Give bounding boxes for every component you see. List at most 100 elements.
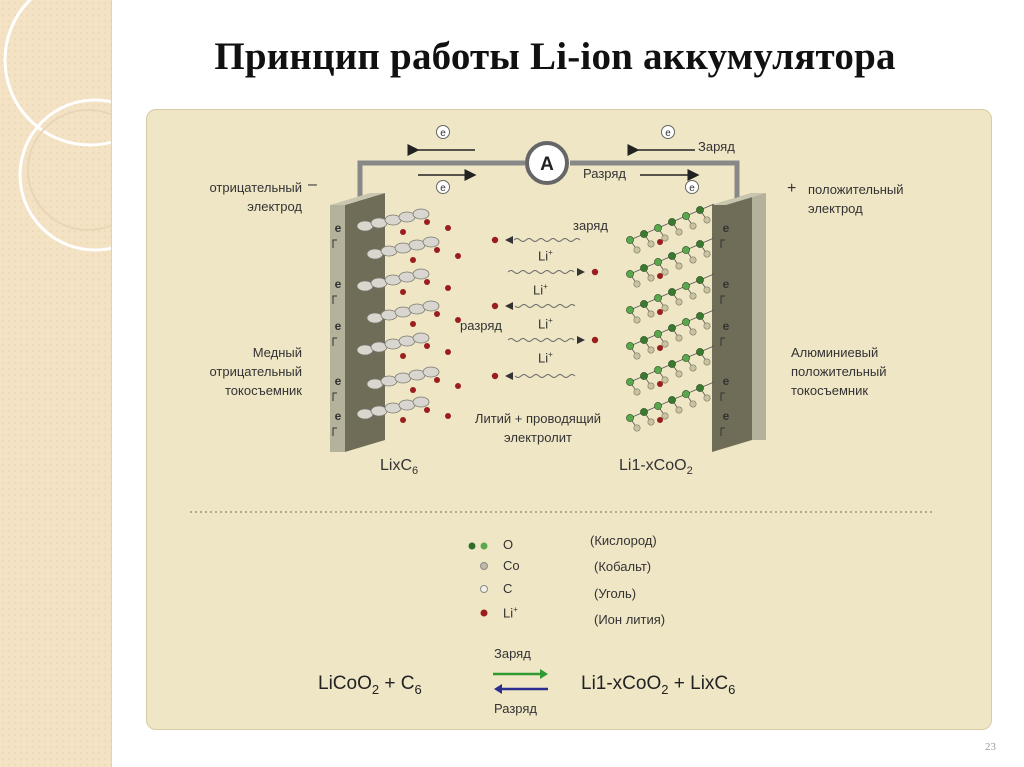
intercalated-lithium bbox=[434, 311, 440, 317]
svg-text:A: A bbox=[540, 154, 554, 175]
cobalt-atom bbox=[647, 274, 655, 282]
intercalated-lithium bbox=[424, 343, 430, 349]
carbon-hexagon bbox=[422, 236, 440, 248]
cobalt-atom bbox=[633, 246, 641, 254]
cobalt-atom bbox=[633, 280, 641, 288]
carbon-hexagon bbox=[356, 408, 374, 420]
oxygen-atom bbox=[696, 348, 704, 356]
slide-title: Принцип работы Li-ion аккумулятора bbox=[214, 35, 896, 78]
legend-oxygen-marker bbox=[480, 542, 488, 550]
oxygen-atom bbox=[654, 330, 662, 338]
collector-electron-mark: e bbox=[723, 319, 730, 333]
cobalt-atom bbox=[661, 268, 669, 276]
cobalt-atom bbox=[689, 222, 697, 230]
decorative-circles bbox=[0, 0, 111, 767]
oxygen-atom bbox=[626, 414, 634, 422]
oxygen-atom bbox=[696, 206, 704, 214]
oxygen-atom bbox=[682, 246, 690, 254]
collector-electron-mark: e bbox=[723, 409, 730, 423]
aluminium-collector-label-3: токосъемник bbox=[791, 383, 869, 398]
electrolyte-label-1: Литий + проводящий bbox=[474, 411, 602, 426]
cobalt-atom bbox=[689, 256, 697, 264]
ion-path bbox=[513, 238, 581, 242]
carbon-hexagon bbox=[366, 312, 384, 324]
legend-cobalt-marker bbox=[480, 562, 488, 570]
equilibrium-arrows bbox=[493, 669, 548, 694]
positive-electrode-plate bbox=[712, 193, 766, 452]
carbon-hexagon bbox=[380, 375, 398, 387]
legend-desc-lithium: (Ион лития) bbox=[594, 612, 666, 627]
oxygen-atom bbox=[640, 408, 648, 416]
intercalated-lithium bbox=[434, 377, 440, 383]
legend-desc-carbon: (Уголь) bbox=[594, 586, 637, 601]
oxygen-atom bbox=[654, 402, 662, 410]
decorative-side-strip bbox=[0, 0, 111, 767]
oxygen-atom bbox=[626, 236, 634, 244]
svg-text:e: e bbox=[665, 128, 671, 139]
collector-electron-mark: e bbox=[723, 374, 730, 388]
collector-flow-mark bbox=[720, 295, 725, 304]
lithium-ion bbox=[591, 336, 599, 344]
legend-desc-cobalt: (Кобальт) bbox=[594, 559, 652, 574]
oxygen-atom bbox=[640, 372, 648, 380]
ion-arrow-head bbox=[505, 236, 513, 244]
collector-flow-mark bbox=[332, 392, 337, 401]
oxygen-atom bbox=[682, 390, 690, 398]
cobalt-atom bbox=[703, 358, 711, 366]
intercalated-lithium bbox=[400, 289, 406, 295]
intercalated-lithium bbox=[455, 253, 461, 259]
svg-text:e: e bbox=[440, 183, 446, 194]
carbon-hexagon bbox=[398, 211, 416, 223]
oxygen-atom bbox=[654, 258, 662, 266]
intercalated-lithium bbox=[410, 321, 416, 327]
ion-path bbox=[514, 374, 576, 378]
carbon-hexagon bbox=[384, 274, 402, 286]
intercalated-lithium bbox=[400, 229, 406, 235]
carbon-hexagon bbox=[412, 396, 430, 408]
carbon-hexagon bbox=[422, 366, 440, 378]
oxygen-atom bbox=[696, 312, 704, 320]
carbon-hexagon bbox=[370, 217, 388, 229]
graphite-layers bbox=[356, 208, 461, 423]
lithium-ion bbox=[591, 268, 599, 276]
positive-electrode-label-1: положительный bbox=[808, 182, 904, 197]
oxygen-atom bbox=[654, 366, 662, 374]
collector-electron-mark: e bbox=[335, 374, 342, 388]
carbon-hexagon bbox=[394, 242, 412, 254]
copper-collector-label-1: Медный bbox=[252, 345, 302, 360]
carbon-hexagon bbox=[412, 268, 430, 280]
equation-left: LiCoO2 + C6 bbox=[318, 673, 422, 697]
intercalated-lithium bbox=[445, 285, 451, 291]
collector-flow-mark bbox=[332, 239, 337, 248]
ion-label: Li+ bbox=[533, 282, 548, 298]
intercalated-lithium bbox=[424, 219, 430, 225]
aluminium-collector-label-2: положительный bbox=[791, 364, 887, 379]
collector-flow-mark bbox=[332, 427, 337, 436]
negative-sign: – bbox=[308, 176, 317, 193]
carbon-hexagon bbox=[384, 338, 402, 350]
carbon-hexagon bbox=[384, 402, 402, 414]
collector-electron-mark: e bbox=[723, 277, 730, 291]
cobalt-atom bbox=[703, 286, 711, 294]
cobalt-atom bbox=[647, 382, 655, 390]
oxygen-atom bbox=[640, 230, 648, 238]
legend-symbol-carbon: C bbox=[503, 581, 513, 596]
carbon-hexagon bbox=[398, 335, 416, 347]
cobalt-atom bbox=[703, 250, 711, 258]
oxygen-atom bbox=[626, 342, 634, 350]
oxygen-atom bbox=[626, 306, 634, 314]
intercalated-lithium bbox=[445, 225, 451, 231]
carbon-hexagon bbox=[394, 372, 412, 384]
intercalated-lithium bbox=[445, 349, 451, 355]
positive-sign: + bbox=[787, 180, 797, 197]
collector-flow-mark bbox=[720, 239, 725, 248]
carbon-hexagon bbox=[412, 332, 430, 344]
collector-electron-mark: e bbox=[335, 277, 342, 291]
oxygen-atom bbox=[640, 300, 648, 308]
oxygen-atom bbox=[640, 264, 648, 272]
ion-path bbox=[507, 338, 575, 342]
oxygen-atom bbox=[668, 396, 676, 404]
legend-symbol-oxygen: O bbox=[503, 537, 514, 552]
carbon-hexagon bbox=[384, 214, 402, 226]
